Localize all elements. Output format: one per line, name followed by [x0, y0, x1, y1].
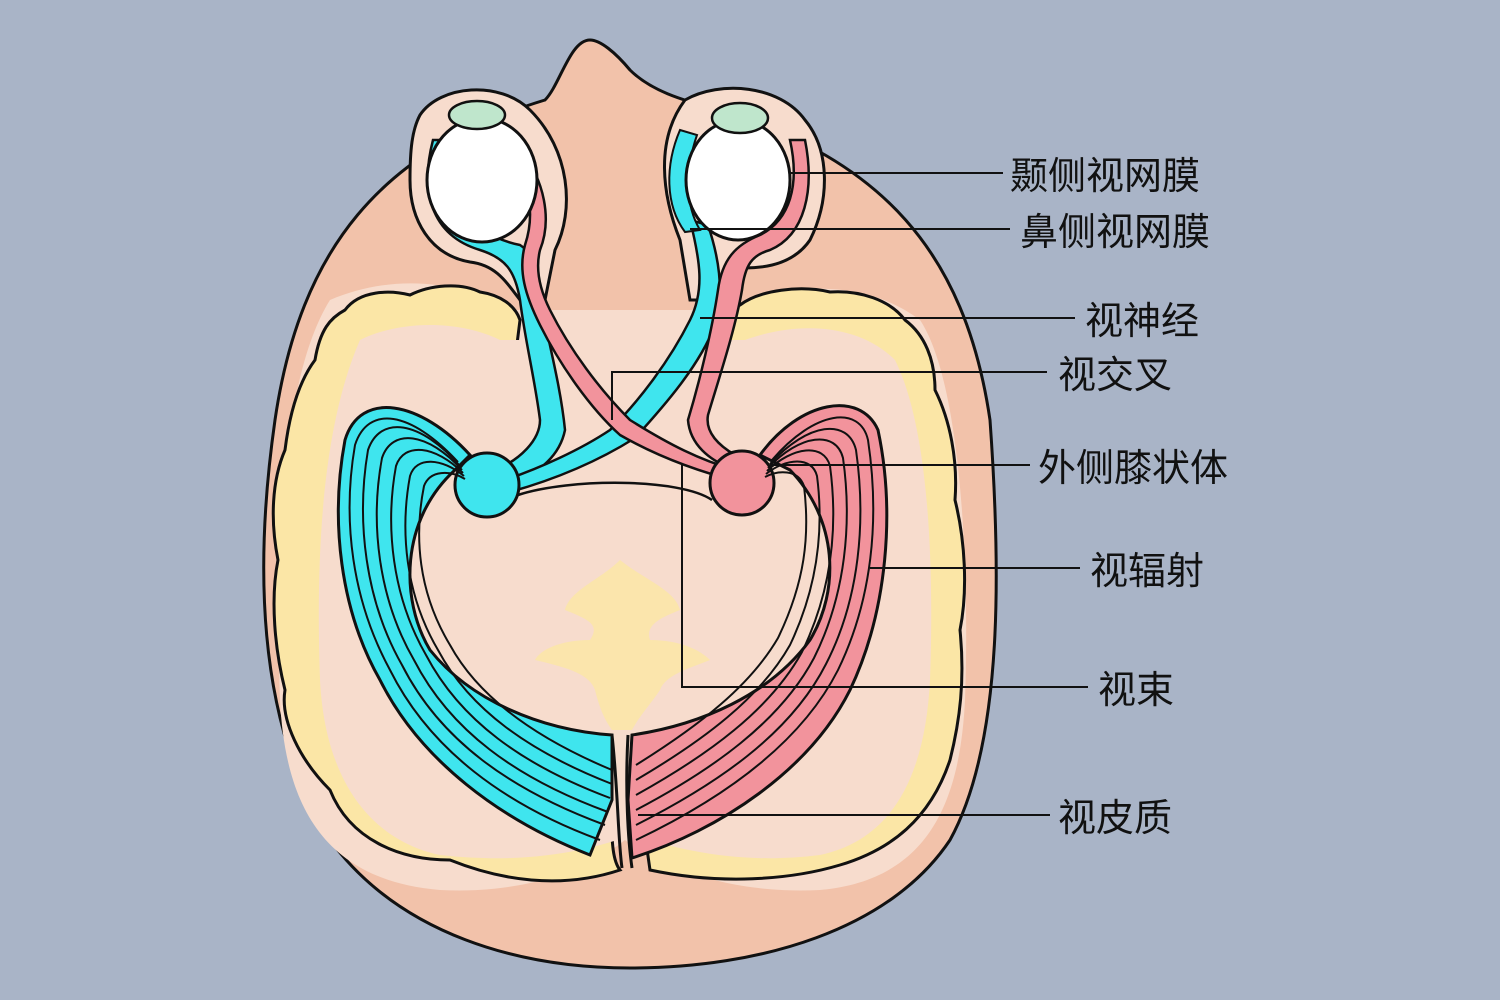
label-optic-tract: 视束 [1098, 668, 1175, 712]
label-temporal-retina: 颞侧视网膜 [1010, 154, 1201, 198]
label-visual-cortex: 视皮质 [1058, 796, 1173, 840]
right-optic-radiation [626, 404, 889, 861]
label-optic-chiasm: 视交叉 [1058, 353, 1173, 397]
left-optic-radiation [336, 406, 614, 857]
right-eye [684, 118, 792, 242]
right-lens [710, 101, 770, 135]
label-optic-radiation: 视辐射 [1090, 549, 1205, 593]
label-nasal-retina: 鼻侧视网膜 [1020, 210, 1211, 254]
brainstem-shape [535, 560, 710, 730]
lgn-connector [517, 481, 713, 502]
left-eye [425, 116, 539, 244]
leader-optic-tract [681, 465, 1088, 688]
right-lgn [708, 449, 776, 517]
left-lens [447, 99, 507, 131]
leader-lines [611, 172, 1088, 816]
leader-optic-chiasm [611, 371, 1047, 420]
left-lgn [453, 451, 521, 519]
label-optic-nerve: 视神经 [1085, 299, 1200, 343]
label-lateral-geniculate-body: 外侧膝状体 [1038, 446, 1229, 490]
